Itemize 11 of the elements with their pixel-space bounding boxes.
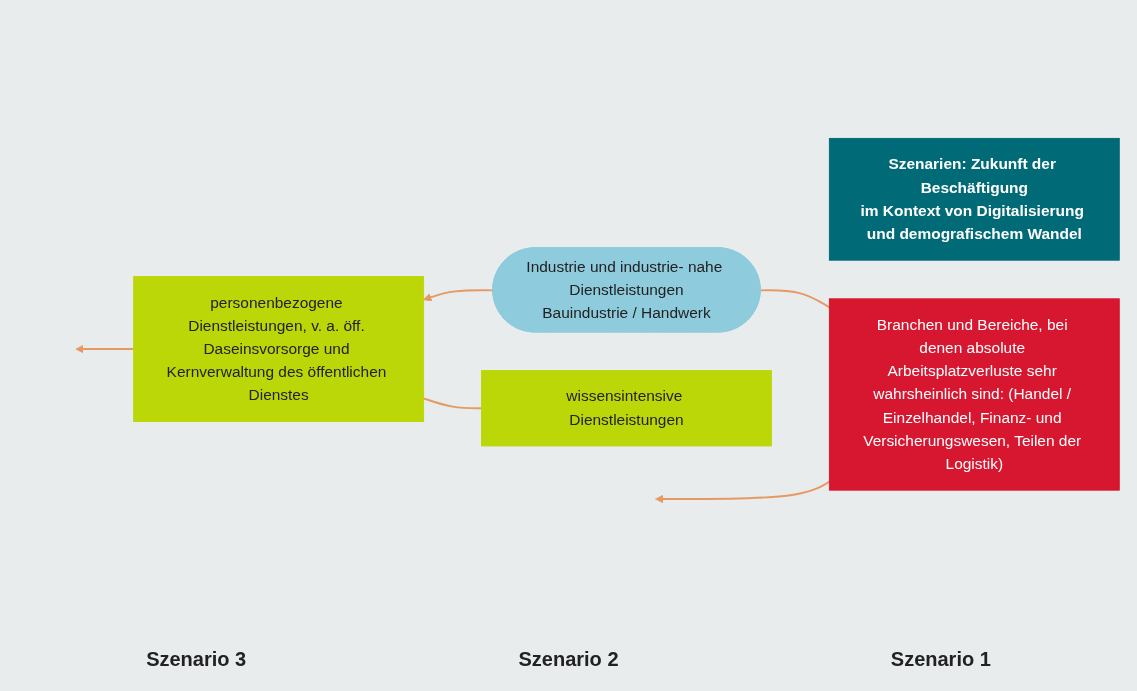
node-box: Branchen und Bereiche, bei denen absolute Arbeitsplatzverluste sehr wahrsheinlich sind: (Handel / Einzelhandel, Finanz- und Versicherungswesen, Teilen der Logistik) [828,298,1120,491]
arrow [655,480,831,504]
connector [759,289,831,309]
connector [422,397,483,410]
node-box: personenbezogene Dienstleistungen, v. a. öff. Daseinsvorsorge und Kernverwaltung des öffentlichen Dienstes [133,276,425,423]
scenario-label: Szenario 3 [146,648,247,671]
arrow [75,344,135,354]
node-box: Szenarien: Zukunft der Beschäftigung im Kontext von Digitalisierung und demografischem Wandel [828,137,1120,261]
scenario-label: Szenario 1 [890,648,991,671]
scenario-label: Szenario 2 [518,648,619,671]
node-box: wissensintensive Dienstleistungen [481,370,772,447]
